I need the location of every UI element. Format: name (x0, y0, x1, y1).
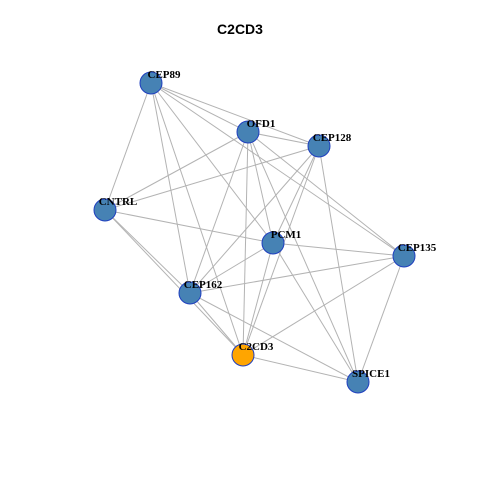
node-label-ofd1: OFD1 (247, 118, 276, 130)
edge-cep89-cep128 (150, 82, 320, 147)
edge-cep89-cep135 (150, 82, 405, 257)
edge-ofd1-cep162 (189, 131, 249, 294)
node-label-cep135: CEP135 (398, 242, 437, 254)
edge-cep89-cntrl (104, 82, 152, 211)
node-label-cep89: CEP89 (148, 69, 182, 81)
node-cep89[interactable]: CEP89 (139, 69, 182, 95)
node-cntrl[interactable]: CNTRL (93, 196, 138, 222)
edge-cep162-c2cd3 (189, 292, 244, 356)
node-circle-cep128[interactable] (307, 134, 331, 158)
node-cep135[interactable]: CEP135 (392, 242, 437, 268)
page-title: C2CD3 (217, 21, 263, 37)
edge-ofd1-cntrl (104, 131, 249, 211)
edge-cntrl-pcm1 (104, 209, 274, 244)
node-circle-c2cd3[interactable] (231, 343, 255, 367)
edge-cep135-spice1 (357, 255, 405, 383)
node-circle-ofd1[interactable] (236, 120, 260, 144)
edge-pcm1-c2cd3 (242, 242, 274, 356)
node-label-c2cd3: C2CD3 (239, 341, 274, 353)
edge-cep135-c2cd3 (242, 255, 405, 356)
edge-cep135-cep162 (189, 255, 405, 294)
edge-cep128-spice1 (318, 145, 359, 383)
edge-cep128-cep162 (189, 145, 320, 294)
node-pcm1[interactable]: PCM1 (261, 229, 302, 255)
edge-cntrl-c2cd3 (104, 209, 244, 356)
edge-cep89-pcm1 (150, 82, 274, 244)
edge-cep162-spice1 (189, 292, 359, 383)
edge-cep89-ofd1 (150, 82, 249, 133)
node-cep162[interactable]: CEP162 (178, 279, 223, 305)
edge-pcm1-cep162 (189, 242, 274, 294)
node-ofd1[interactable]: OFD1 (236, 118, 276, 144)
node-circle-cntrl[interactable] (93, 198, 117, 222)
node-circle-spice1[interactable] (346, 370, 370, 394)
node-cep128[interactable]: CEP128 (307, 132, 352, 158)
node-circle-cep135[interactable] (392, 244, 416, 268)
edge-ofd1-c2cd3 (242, 131, 249, 356)
edge-ofd1-pcm1 (247, 131, 274, 244)
edge-pcm1-spice1 (272, 242, 359, 383)
edge-ofd1-spice1 (247, 131, 359, 383)
edge-cep89-cep162 (150, 82, 191, 294)
edge-cep128-cntrl (104, 145, 320, 211)
edge-ofd1-cep128 (247, 131, 320, 147)
node-label-cep128: CEP128 (313, 132, 352, 144)
edge-c2cd3-spice1 (242, 354, 359, 383)
edges-layer (104, 82, 405, 383)
node-label-cntrl: CNTRL (99, 196, 138, 208)
edge-pcm1-cep135 (272, 242, 405, 257)
node-label-cep162: CEP162 (184, 279, 223, 291)
node-circle-cep162[interactable] (178, 281, 202, 305)
node-circle-pcm1[interactable] (261, 231, 285, 255)
node-label-pcm1: PCM1 (271, 229, 302, 241)
node-spice1[interactable]: SPICE1 (346, 368, 390, 394)
edge-cntrl-cep162 (104, 209, 191, 294)
edge-ofd1-cep135 (247, 131, 405, 257)
edge-cep128-pcm1 (272, 145, 320, 244)
edge-cep89-c2cd3 (150, 82, 244, 356)
node-c2cd3[interactable]: C2CD3 (231, 341, 274, 367)
node-circle-cep89[interactable] (139, 71, 163, 95)
node-label-spice1: SPICE1 (352, 368, 390, 380)
